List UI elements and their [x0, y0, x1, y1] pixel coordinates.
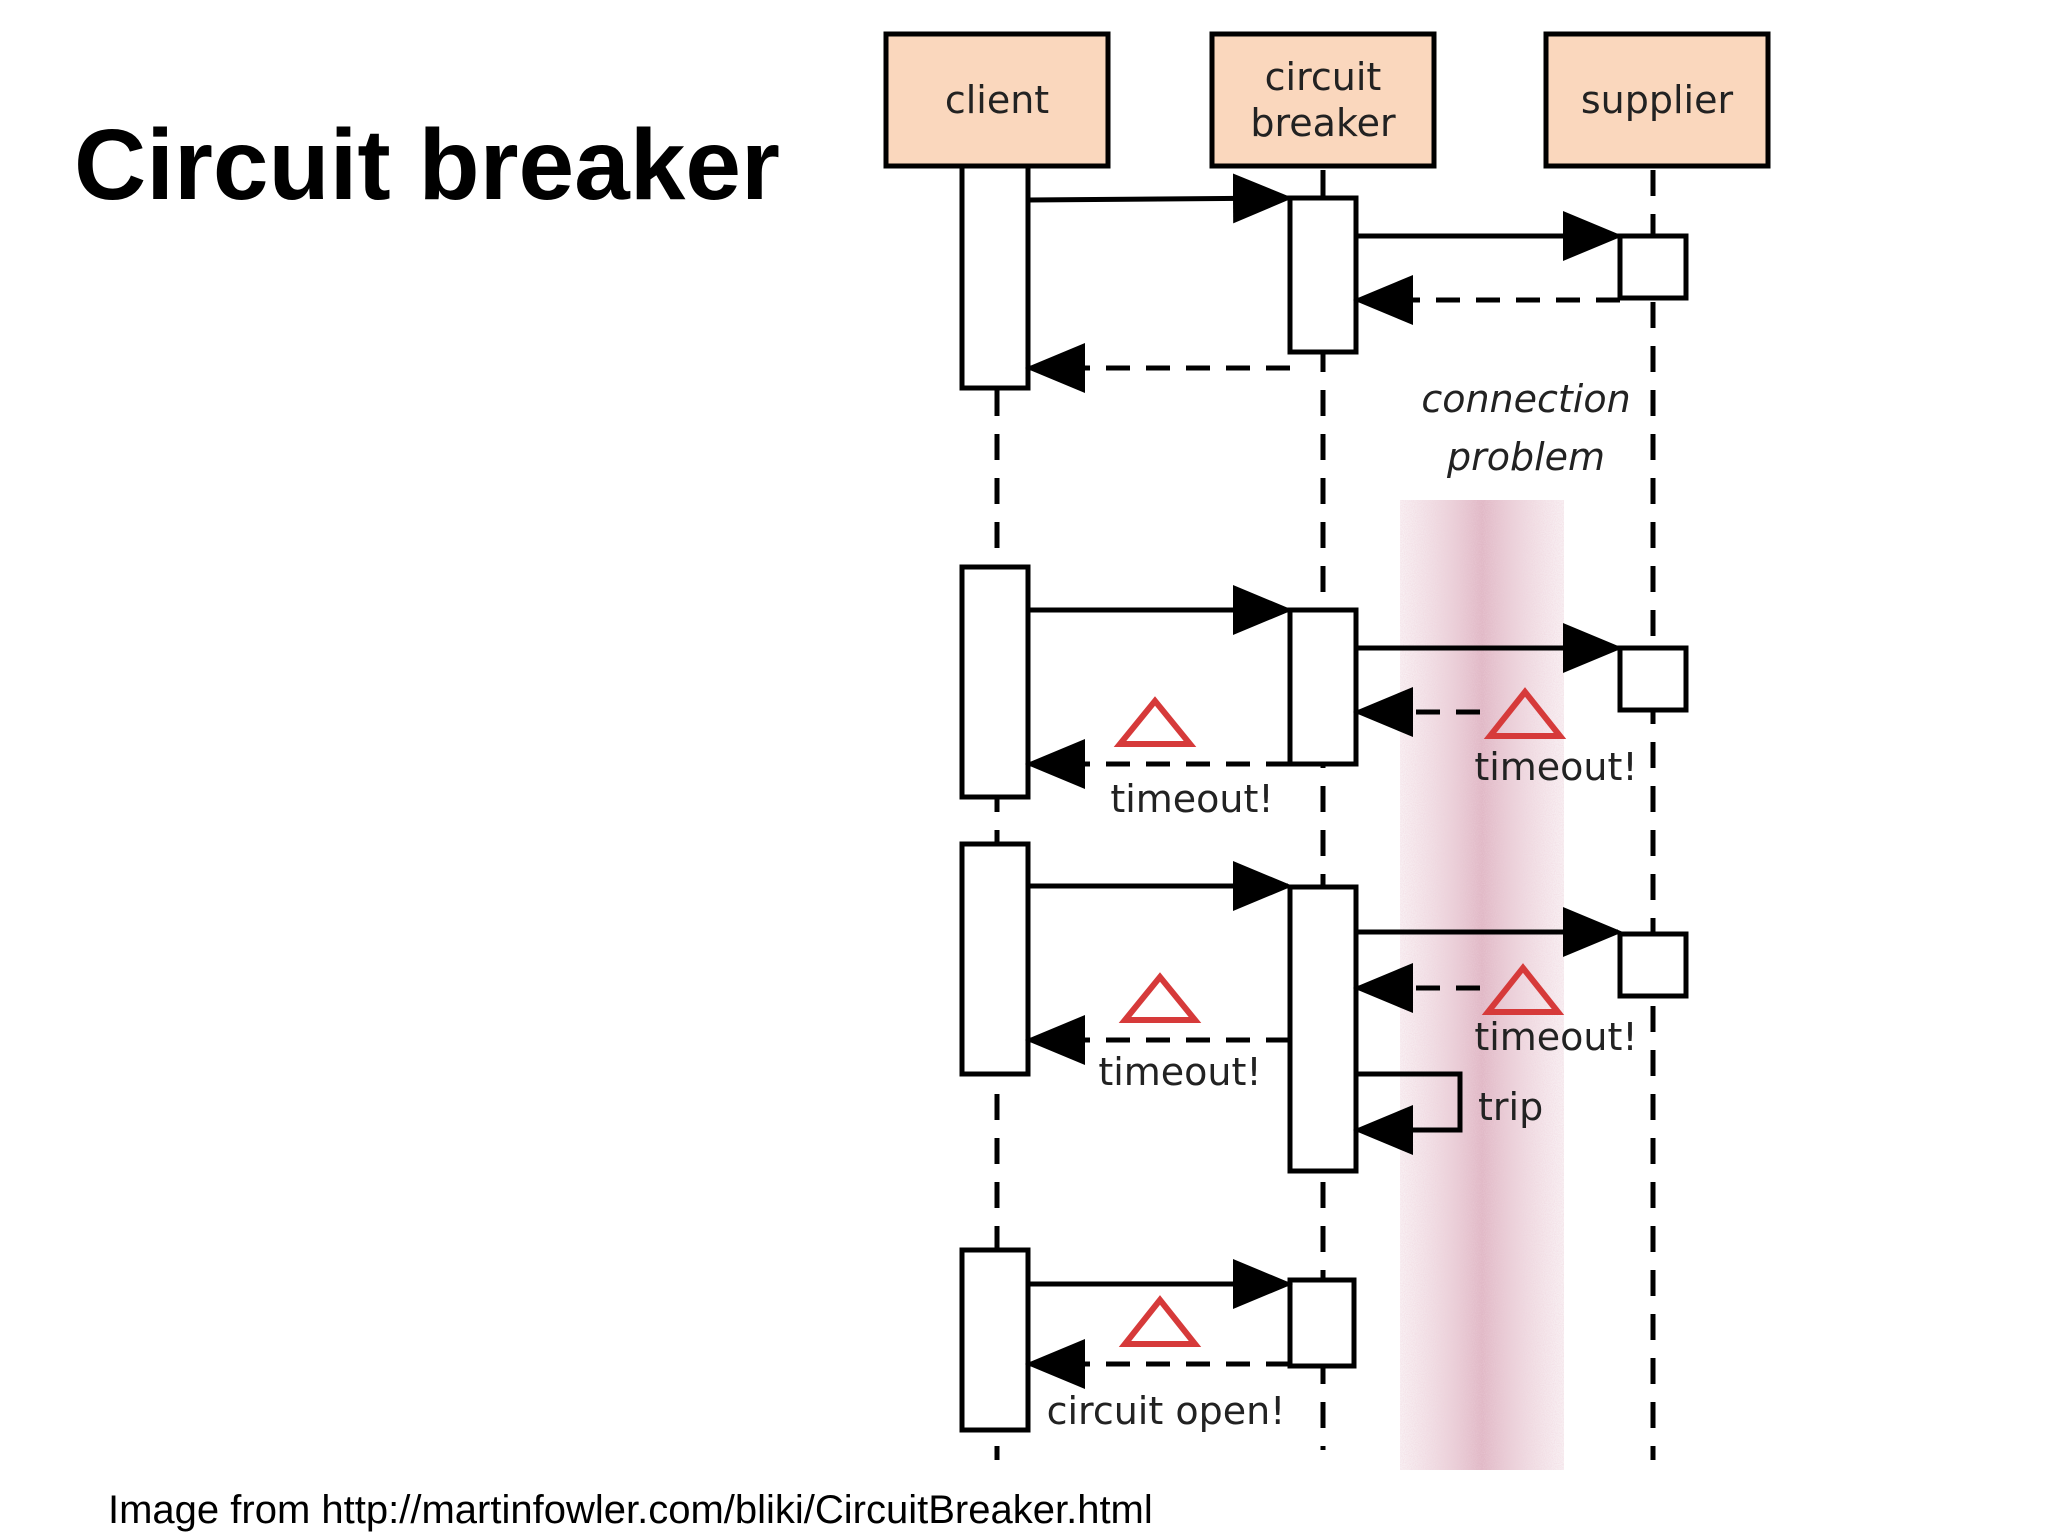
circuit-open-label: circuit open! [1047, 1389, 1286, 1433]
activation-breaker-2 [1287, 607, 1359, 767]
trip-label: trip [1478, 1085, 1543, 1129]
request-arrow-1a [1027, 173, 1293, 224]
activation-breaker-3 [1287, 884, 1359, 1174]
activation-supplier-3 [1617, 931, 1689, 999]
warning-triangle-icon [1113, 696, 1197, 747]
participant-supplier-label: supplier [1581, 78, 1734, 122]
participant-circuit-breaker-label-1: circuit [1265, 55, 1382, 99]
activation-breaker-4 [1287, 1277, 1357, 1369]
slide-title: Circuit breaker [74, 109, 780, 221]
warning-triangle-icon [1481, 963, 1565, 1015]
activation-client-1 [959, 163, 1031, 391]
timeout-label: timeout! [1098, 1050, 1261, 1094]
image-source-caption: Image from http://martinfowler.com/bliki… [108, 1488, 1153, 1532]
participant-client-label: client [945, 78, 1049, 122]
timeout-label: timeout! [1474, 1015, 1637, 1059]
participant-circuit-breaker-label-2: breaker [1250, 101, 1396, 145]
participant-client: client [883, 31, 1111, 169]
participant-supplier: supplier [1543, 31, 1771, 169]
connection-problem-note-line-1: connection [1421, 377, 1630, 421]
activation-breaker-1 [1287, 195, 1359, 355]
warning-triangle-icon [1118, 1295, 1202, 1347]
warning-triangle-icon [1483, 687, 1567, 739]
trip-self-call: trip [1353, 1071, 1543, 1155]
timeout-label: timeout! [1110, 777, 1273, 821]
timeout-label: timeout! [1474, 745, 1637, 789]
activation-client-3 [959, 841, 1031, 1077]
activation-supplier-2 [1617, 645, 1689, 713]
activation-client-2 [959, 564, 1031, 800]
activation-client-4 [959, 1247, 1031, 1433]
participant-circuit-breaker: circuit breaker [1209, 31, 1437, 169]
warning-triangle-icon [1118, 972, 1202, 1023]
activation-supplier-1 [1617, 233, 1689, 301]
connection-problem-note-line-2: problem [1446, 435, 1605, 479]
